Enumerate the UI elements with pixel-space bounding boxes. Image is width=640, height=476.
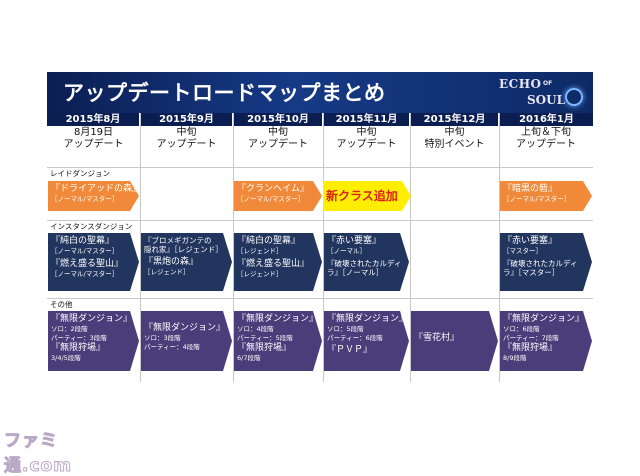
column-subheader: 中旬アップデート bbox=[336, 127, 397, 150]
section-label-raid: レイドダンジョン bbox=[50, 169, 110, 178]
column-subheader: 中旬アップデート bbox=[156, 127, 217, 150]
raid-jan-item: 『暗黒の砦』［ノーマル/マスター］ bbox=[500, 181, 592, 211]
echo-of-soul-logo: ECHO OF SOUL bbox=[499, 75, 587, 111]
instance-oct-item: 『純白の聖幕』［レジェンド］ 『燃え盛る聖山』［レジェンド］ bbox=[234, 233, 322, 291]
month-header-2015-10: 2015年10月 bbox=[234, 113, 322, 126]
column-divider bbox=[233, 113, 234, 382]
other-oct-item: 『無限ダンジョン』ソロ：4段階パーティー：5段階 『無限狩場』6/7段階 bbox=[234, 311, 322, 371]
section-label-instance: インスタンスダンジョン bbox=[50, 222, 133, 231]
column-subheader: 中旬特別イベント bbox=[424, 127, 485, 150]
roadmap-grid: 2015年8月 2015年9月 2015年10月 2015年11月 2015年1… bbox=[47, 113, 593, 382]
column-subheader: 上旬＆下旬アップデート bbox=[516, 127, 576, 150]
section-divider bbox=[47, 220, 593, 221]
other-nov-item: 『無限ダンジョン』ソロ：5段階パーティー：6段階 『ＰＶＰ』 bbox=[324, 311, 409, 371]
column-subheader: 中旬アップデート bbox=[248, 127, 308, 150]
month-header-2015-08: 2015年8月 bbox=[47, 113, 139, 126]
column-divider bbox=[499, 113, 500, 382]
title-banner: アップデートロードマップまとめ ECHO OF SOUL bbox=[47, 72, 593, 113]
month-header-2015-11: 2015年11月 bbox=[324, 113, 409, 126]
famitsu-watermark: ファミ通.com bbox=[4, 431, 72, 476]
month-header-2015-12: 2015年12月 bbox=[411, 113, 498, 126]
logo-text-echo: ECHO bbox=[499, 77, 542, 91]
section-divider bbox=[47, 298, 593, 299]
other-sep-item: 『無限ダンジョン』ソロ：3段階パーティー：4段階 bbox=[141, 311, 232, 371]
roadmap-slide: アップデートロードマップまとめ ECHO OF SOUL 2015年8月 201… bbox=[47, 72, 593, 382]
column-divider bbox=[323, 113, 324, 382]
column-divider bbox=[140, 113, 141, 382]
page-title: アップデートロードマップまとめ bbox=[63, 81, 386, 105]
raid-aug-item: 『ドライアッドの森』［ノーマル/マスター］ bbox=[48, 181, 139, 211]
section-divider bbox=[47, 167, 593, 168]
raid-nov-new-class: 新クラス追加 bbox=[323, 181, 411, 211]
instance-jan-item: 『赤い要塞』［マスター］ 『破壊されたカルディラ』［マスター］ bbox=[500, 233, 592, 291]
instance-aug-item: 『純白の聖幕』［ノーマル/マスター］ 『燃え盛る聖山』［ノーマル/マスター］ bbox=[48, 233, 139, 291]
column-subheader: 8月19日アップデート bbox=[63, 127, 124, 150]
month-header-2015-09: 2015年9月 bbox=[141, 113, 232, 126]
instance-nov-item: 『赤い要塞』［ノーマル］ 『破壊されたカルディラ』［ノーマル］ bbox=[324, 233, 409, 291]
other-jan-item: 『無限ダンジョン』ソロ：6段階パーティー：7段階 『無限狩場』8/9段階 bbox=[500, 311, 592, 371]
logo-text-of: OF bbox=[543, 80, 553, 87]
logo-text-soul: SOUL bbox=[527, 93, 566, 107]
other-dec-item: 『雪花村』 bbox=[411, 311, 498, 371]
instance-sep-item: 『ブロメギガンテの隠れ家』［レジェンド］ 『黒炮の森』［レジェンド］ bbox=[141, 233, 232, 291]
section-label-other: その他 bbox=[50, 300, 73, 309]
raid-oct-item: 『クランヘイム』［ノーマル/マスター］ bbox=[234, 181, 322, 211]
logo-ring-icon bbox=[565, 88, 583, 106]
other-aug-item: 『無限ダンジョン』ソロ：2段階パーティー：3段階 『無限狩場』3/4/5段階 bbox=[48, 311, 139, 371]
month-header-2016-01: 2016年1月 bbox=[500, 113, 593, 126]
column-divider bbox=[410, 113, 411, 382]
